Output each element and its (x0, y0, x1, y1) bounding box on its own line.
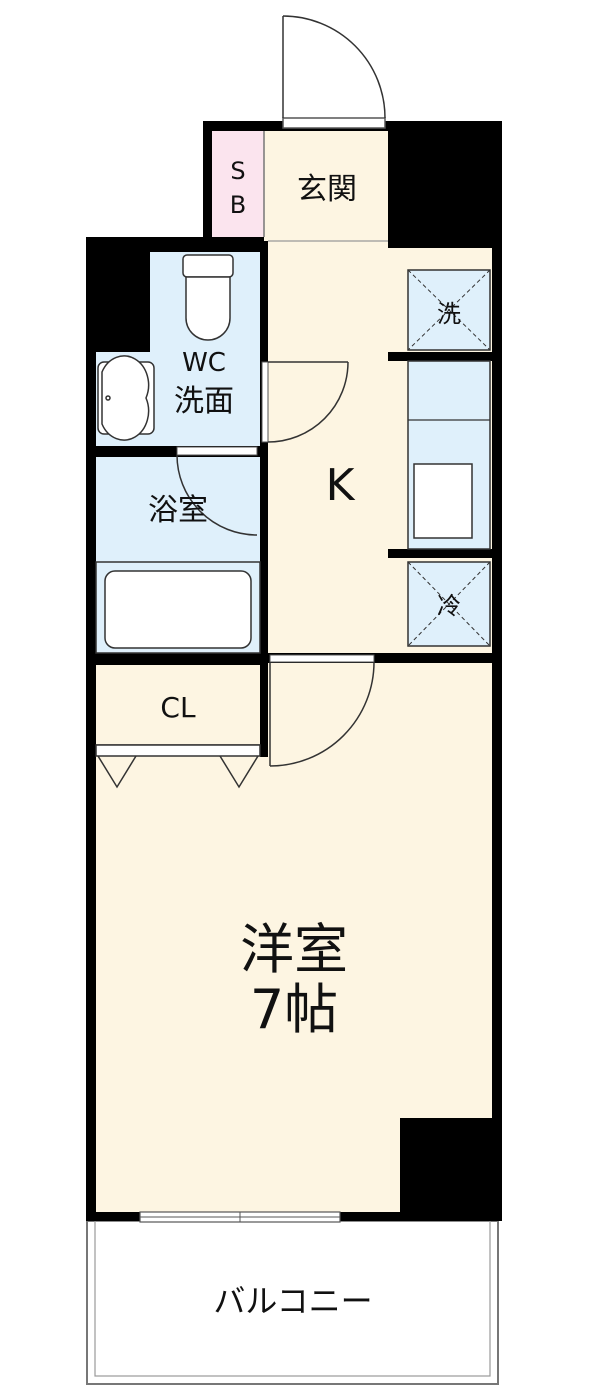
fridge-area (407, 561, 491, 647)
bath-label: 浴室 (148, 493, 208, 528)
entry-door (282, 15, 386, 129)
washer-area (407, 269, 491, 351)
toilet-icon (182, 254, 234, 341)
entrance-label: 玄関 (297, 172, 357, 207)
washbasin-icon (97, 355, 155, 441)
bath-door (176, 446, 258, 536)
balcony-window (139, 1211, 341, 1223)
shoe-box-floor (212, 131, 264, 237)
bathtub-icon (95, 561, 261, 654)
wc-door (261, 361, 349, 443)
shoe-box-label-bottom: B (230, 191, 246, 219)
shoe-box-label-top: S (230, 157, 245, 185)
western-room-floor (96, 662, 492, 1212)
washer-label: 洗 (437, 300, 461, 328)
balcony-label: バルコニー (213, 1282, 372, 1320)
closet-label: CL (160, 691, 196, 724)
entrance-floor (264, 131, 388, 241)
kitchen-counter (407, 360, 491, 550)
kitchen-label: K (326, 460, 356, 511)
western-room-size: 7帖 (250, 978, 338, 1041)
room-door (269, 654, 375, 767)
western-room-label: 洋室 (240, 918, 348, 981)
fridge-label: 冷 (437, 592, 461, 620)
washroom-label: 洗面 (174, 384, 234, 419)
wc-label: WC (182, 348, 226, 378)
closet-doors (95, 744, 261, 789)
